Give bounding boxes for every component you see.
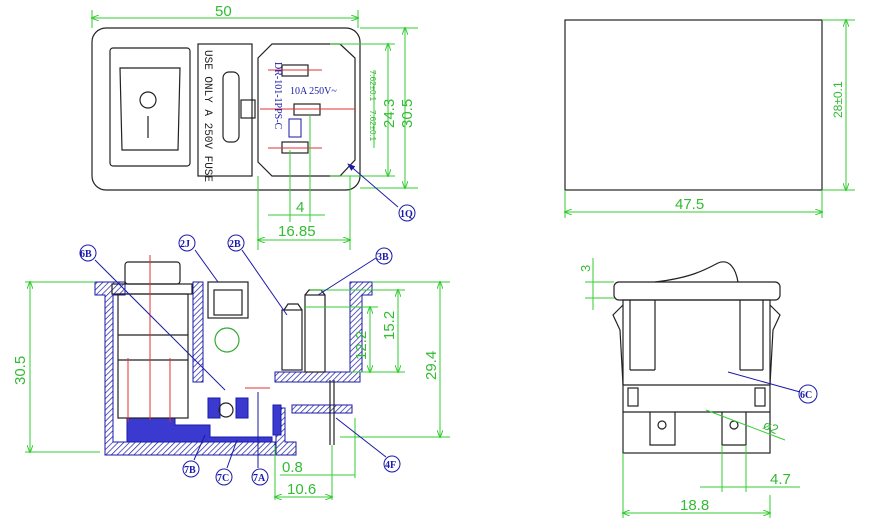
callouts: 6B 2J 2B 3B 7B 7C 7A 4F: [79, 234, 401, 486]
svg-text:DR-101-1PPS-C: DR-101-1PPS-C: [272, 62, 283, 130]
svg-text:0.8: 0.8: [282, 459, 303, 476]
switch-side-view: 6C 3 ø2 4.7 18.8: [578, 258, 818, 518]
svg-text:15.2: 15.2: [381, 311, 398, 340]
svg-text:30.5: 30.5: [399, 99, 416, 128]
svg-text:1Q: 1Q: [400, 209, 413, 220]
fuse-holder: [197, 43, 253, 177]
svg-text:7.62±0.1: 7.62±0.1: [368, 110, 377, 142]
fuse-text: USE ONLY A 250V FUSE: [201, 50, 213, 182]
section-view: 30.5 29.4 15.2 12.2 0.8 10.6 6B 2J 2B 3B: [12, 234, 450, 500]
dim-width-50: 50: [215, 3, 232, 20]
svg-text:24.3: 24.3: [381, 99, 398, 128]
svg-text:12.2: 12.2: [353, 331, 370, 360]
svg-text:7.62±0.1: 7.62±0.1: [368, 70, 377, 102]
svg-text:47.5: 47.5: [675, 196, 704, 213]
svg-text:18.8: 18.8: [680, 497, 709, 514]
svg-text:6B: 6B: [80, 249, 92, 260]
svg-text:ø2: ø2: [761, 417, 781, 437]
svg-text:4F: 4F: [385, 460, 396, 471]
svg-text:4: 4: [296, 199, 304, 216]
callout-6c: 6C: [800, 390, 812, 401]
rocker-switch-outline: [109, 47, 191, 167]
svg-text:3: 3: [578, 265, 593, 272]
svg-text:30.5: 30.5: [12, 356, 29, 385]
svg-text:7A: 7A: [253, 473, 266, 484]
svg-text:2J: 2J: [180, 239, 190, 250]
svg-text:16.85: 16.85: [278, 223, 316, 240]
pins: [260, 64, 355, 154]
top-view: USE ONLY A 250V FUSE DR-101-1PPS-C 10A 2…: [92, 3, 418, 250]
svg-text:4.7: 4.7: [770, 471, 791, 488]
svg-text:7B: 7B: [184, 465, 196, 476]
svg-text:7C: 7C: [217, 473, 229, 484]
svg-text:2B: 2B: [229, 239, 241, 250]
svg-text:3B: 3B: [377, 252, 389, 263]
svg-text:10A 250V~: 10A 250V~: [290, 86, 337, 97]
panel-cutout-view: 28±0.1 47.5: [565, 20, 855, 218]
svg-text:29.4: 29.4: [423, 351, 440, 380]
svg-text:10.6: 10.6: [287, 481, 316, 498]
svg-text:28±0.1: 28±0.1: [831, 81, 845, 118]
